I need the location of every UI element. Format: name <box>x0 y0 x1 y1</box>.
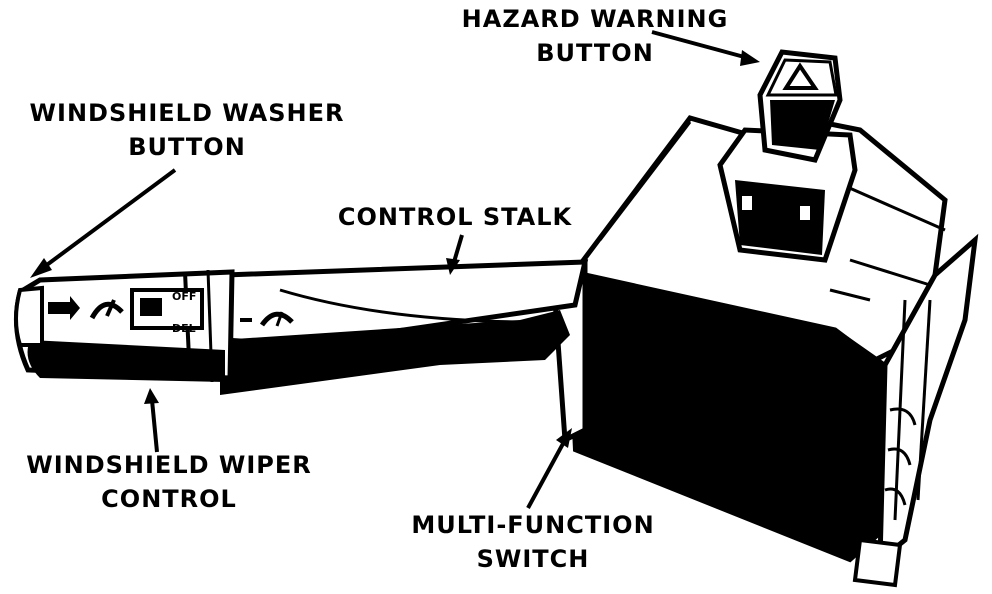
wiper-icon <box>89 299 124 320</box>
wiper-control-label-line2: CONTROL <box>101 485 237 513</box>
hazard-button-leader-arrow <box>651 30 760 66</box>
hazard-button-illustration <box>717 49 858 263</box>
hazard-triangle-icon <box>782 62 819 90</box>
multi-function-switch-label: MULTI-FUNCTION SWITCH <box>398 508 668 576</box>
hazard-button-label-line2: BUTTON <box>536 39 654 67</box>
washer-button-label-line1: WINDSHIELD WASHER <box>29 99 345 127</box>
multi-function-switch-label-line1: MULTI-FUNCTION <box>411 511 655 539</box>
washer-arrow-icon <box>48 296 80 320</box>
stalk-marking-off: OFF <box>172 290 196 303</box>
low-wiper-icon <box>240 311 294 327</box>
wiper-control-label: WINDSHIELD WIPER CONTROL <box>14 448 324 516</box>
control-stalk-leader-arrow <box>446 234 464 275</box>
wiper-control-leader-arrow <box>144 388 159 453</box>
stalk-marking-del: DEL <box>172 322 196 335</box>
control-stalk-illustration <box>13 259 589 395</box>
hazard-button-label: HAZARD WARNING BUTTON <box>450 2 740 70</box>
control-stalk-label: CONTROL STALK <box>330 200 580 234</box>
control-stalk-label-line1: CONTROL STALK <box>337 203 573 231</box>
wiper-control-label-line1: WINDSHIELD WIPER <box>26 451 312 479</box>
hazard-button-label-line1: HAZARD WARNING <box>461 5 729 33</box>
washer-button-leader-arrow <box>30 168 177 278</box>
washer-button-label-line2: BUTTON <box>128 133 246 161</box>
multi-function-switch-label-line2: SWITCH <box>476 545 590 573</box>
washer-button-label: WINDSHIELD WASHER BUTTON <box>22 96 352 164</box>
multi-function-switch-leader-arrow <box>526 428 572 509</box>
